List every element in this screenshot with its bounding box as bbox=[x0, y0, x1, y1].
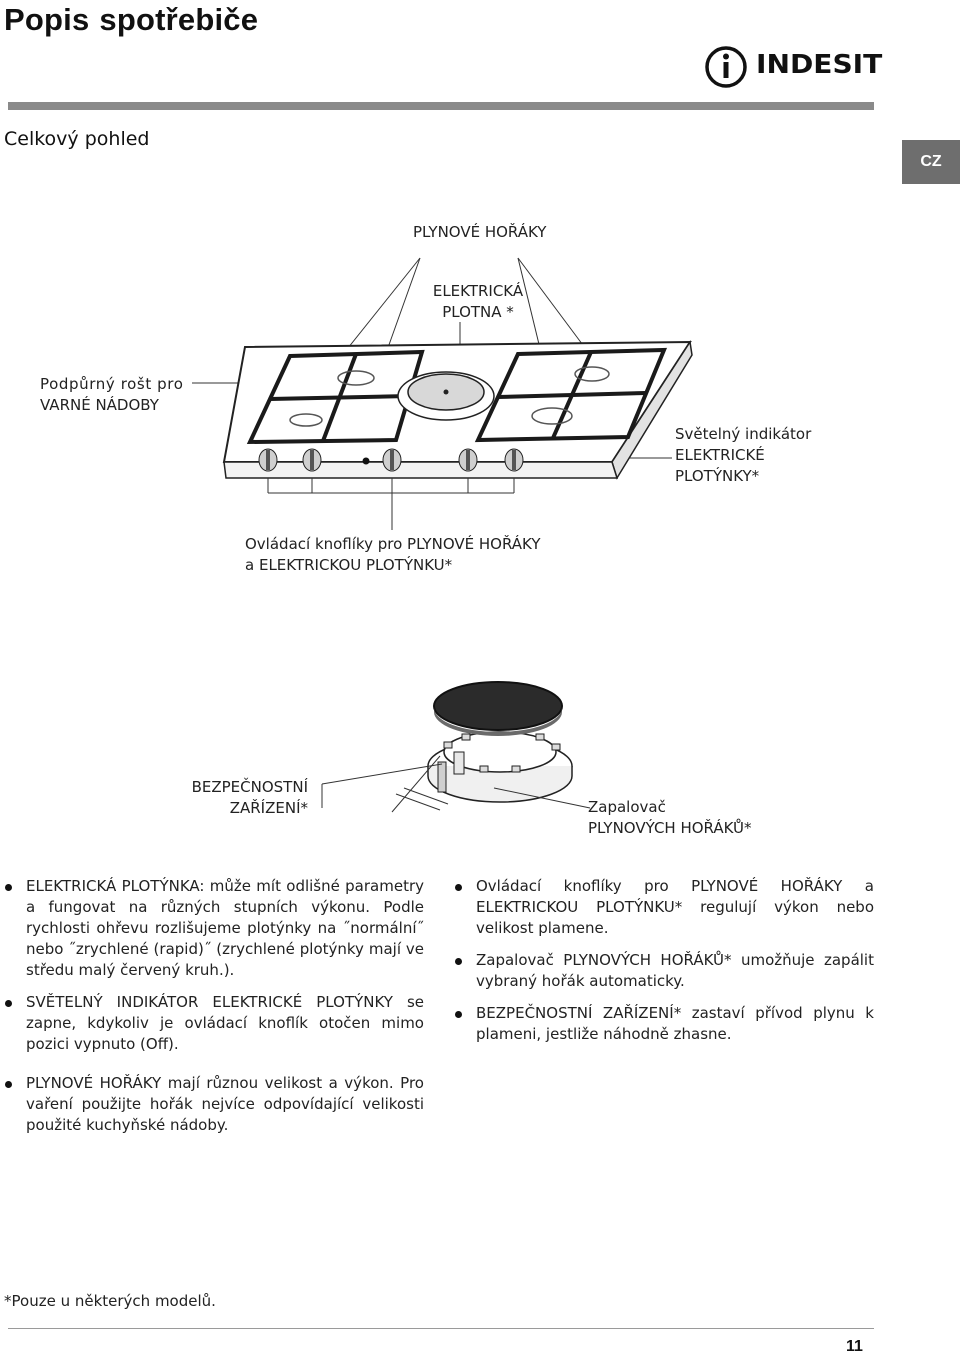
control-knobs bbox=[258, 448, 524, 472]
page-title-word1: Popis bbox=[4, 2, 90, 37]
brand-logo-icon bbox=[705, 46, 747, 88]
label-ignition-line2: PLYNOVÝCH HOŘÁKŮ* bbox=[588, 819, 752, 837]
list-item: Ovládací knoflíky pro PLYNOVÉ HOŘÁKY a E… bbox=[450, 876, 874, 939]
left-pan-support bbox=[246, 349, 425, 445]
bullet-text: mají různou velikost a výkon. Pro vaření… bbox=[26, 1074, 424, 1134]
left-column: ELEKTRICKÁ PLOTÝNKA: může mít odlišné pa… bbox=[0, 876, 424, 1147]
label-safety-line2: ZAŘÍZENÍ* bbox=[229, 799, 308, 817]
label-pan-support-line1: Podpůrný rošt pro bbox=[40, 375, 184, 393]
bullet-text: a bbox=[842, 877, 874, 895]
left-burners bbox=[289, 370, 375, 427]
label-gas-burners: PLYNOVÉ HOŘÁKY bbox=[413, 223, 547, 241]
right-bullet-list: Ovládací knoflíky pro PLYNOVÉ HOŘÁKY a E… bbox=[450, 876, 874, 1045]
label-indicator-light: Světelný indikátor ELEKTRICKÉ PLOTÝNKY* bbox=[675, 424, 811, 487]
label-electric-hotplate-line1: ELEKTRICKÁ bbox=[432, 282, 524, 300]
bullet-term: PLYNOVÝCH HOŘÁKŮ* bbox=[563, 951, 732, 969]
label-electric-hotplate: ELEKTRICKÁ PLOTNA * bbox=[418, 281, 538, 323]
bullet-text: umožňuje zapálit vybraný hořák automatic… bbox=[476, 951, 874, 990]
list-item: SVĚTELNÝ INDIKÁTOR ELEKTRICKÉ PLOTÝNKY s… bbox=[0, 992, 424, 1055]
footer-rule bbox=[8, 1328, 874, 1329]
label-pan-support-line2: VARNÉ NÁDOBY bbox=[40, 396, 159, 414]
bullet-term: PLYNOVÉ HOŘÁKY bbox=[691, 877, 843, 895]
right-column: Ovládací knoflíky pro PLYNOVÉ HOŘÁKY a E… bbox=[450, 876, 874, 1056]
language-tab: CZ bbox=[902, 140, 960, 184]
label-electric-hotplate-line2: PLOTNA * bbox=[442, 303, 514, 321]
label-safety-line1: BEZPEČNOSTNÍ bbox=[191, 778, 308, 796]
header-rule bbox=[8, 102, 874, 110]
hob-diagram bbox=[192, 257, 693, 813]
label-knobs-line1: Ovládací knoflíky pro PLYNOVÉ HOŘÁKY bbox=[245, 535, 541, 553]
label-safety-device: BEZPEČNOSTNÍ ZAŘÍZENÍ* bbox=[190, 777, 308, 819]
burner-closeup bbox=[427, 681, 573, 803]
list-item: ELEKTRICKÁ PLOTÝNKA: může mít odlišné pa… bbox=[0, 876, 424, 981]
label-indicator-line2: ELEKTRICKÉ bbox=[675, 446, 765, 464]
label-ignition: Zapalovač PLYNOVÝCH HOŘÁKŮ* bbox=[588, 797, 752, 839]
brand-name: INDESIT bbox=[756, 50, 883, 80]
bullet-text: Ovládací knoflíky pro bbox=[476, 877, 692, 895]
list-item: BEZPEČNOSTNÍ ZAŘÍZENÍ* zastaví přívod pl… bbox=[450, 1003, 874, 1045]
bullet-term: ELEKTRICKOU PLOTÝNKU* bbox=[476, 898, 683, 916]
page-number: 11 bbox=[846, 1338, 863, 1355]
knobs-bracket bbox=[267, 478, 515, 530]
section-subtitle: Celkový pohled bbox=[4, 128, 150, 150]
bullet-text: : může mít odlišné parametry a fungovat … bbox=[26, 877, 424, 979]
list-item: Zapalovač PLYNOVÝCH HOŘÁKŮ* umožňuje zap… bbox=[450, 950, 874, 992]
bullet-term: BEZPEČNOSTNÍ ZAŘÍZENÍ* bbox=[476, 1004, 682, 1022]
label-ignition-line1: Zapalovač bbox=[588, 798, 666, 816]
bullet-term: SVĚTELNÝ INDIKÁTOR ELEKTRICKÉ PLOTÝNKY bbox=[26, 993, 393, 1011]
label-indicator-line3: PLOTÝNKY* bbox=[675, 467, 760, 485]
bullet-text: Zapalovač bbox=[476, 951, 564, 969]
left-bullet-list: ELEKTRICKÁ PLOTÝNKA: může mít odlišné pa… bbox=[0, 876, 424, 1136]
page-title: Popis spotřebiče bbox=[4, 2, 258, 38]
bullet-term: PLYNOVÉ HOŘÁKY bbox=[26, 1074, 162, 1092]
bullet-text: se zapne, kdykoliv je ovládací knoflík o… bbox=[26, 993, 425, 1053]
footnote: *Pouze u některých modelů. bbox=[4, 1292, 216, 1310]
right-burners bbox=[531, 366, 610, 425]
label-indicator-line1: Světelný indikátor bbox=[675, 425, 812, 443]
brand-logo: INDESIT bbox=[704, 44, 882, 90]
bullet-text: regulují výkon nebo velikost plamene. bbox=[476, 898, 875, 937]
bullet-term: ELEKTRICKÁ PLOTÝNKA bbox=[26, 877, 200, 895]
bullet-text: zastaví přívod plynu k plameni, jestliže… bbox=[476, 1004, 874, 1043]
label-knobs-line2: a ELEKTRICKOU PLOTÝNKU* bbox=[245, 556, 453, 574]
closeup-leaders bbox=[321, 755, 591, 813]
electric-hotplate bbox=[397, 371, 495, 421]
label-pan-support: Podpůrný rošt pro VARNÉ NÁDOBY bbox=[40, 374, 184, 416]
list-item: PLYNOVÉ HOŘÁKY mají různou velikost a vý… bbox=[0, 1073, 424, 1136]
label-control-knobs: Ovládací knoflíky pro PLYNOVÉ HOŘÁKY a E… bbox=[245, 534, 541, 576]
page-title-word2: spotřebiče bbox=[99, 2, 259, 37]
